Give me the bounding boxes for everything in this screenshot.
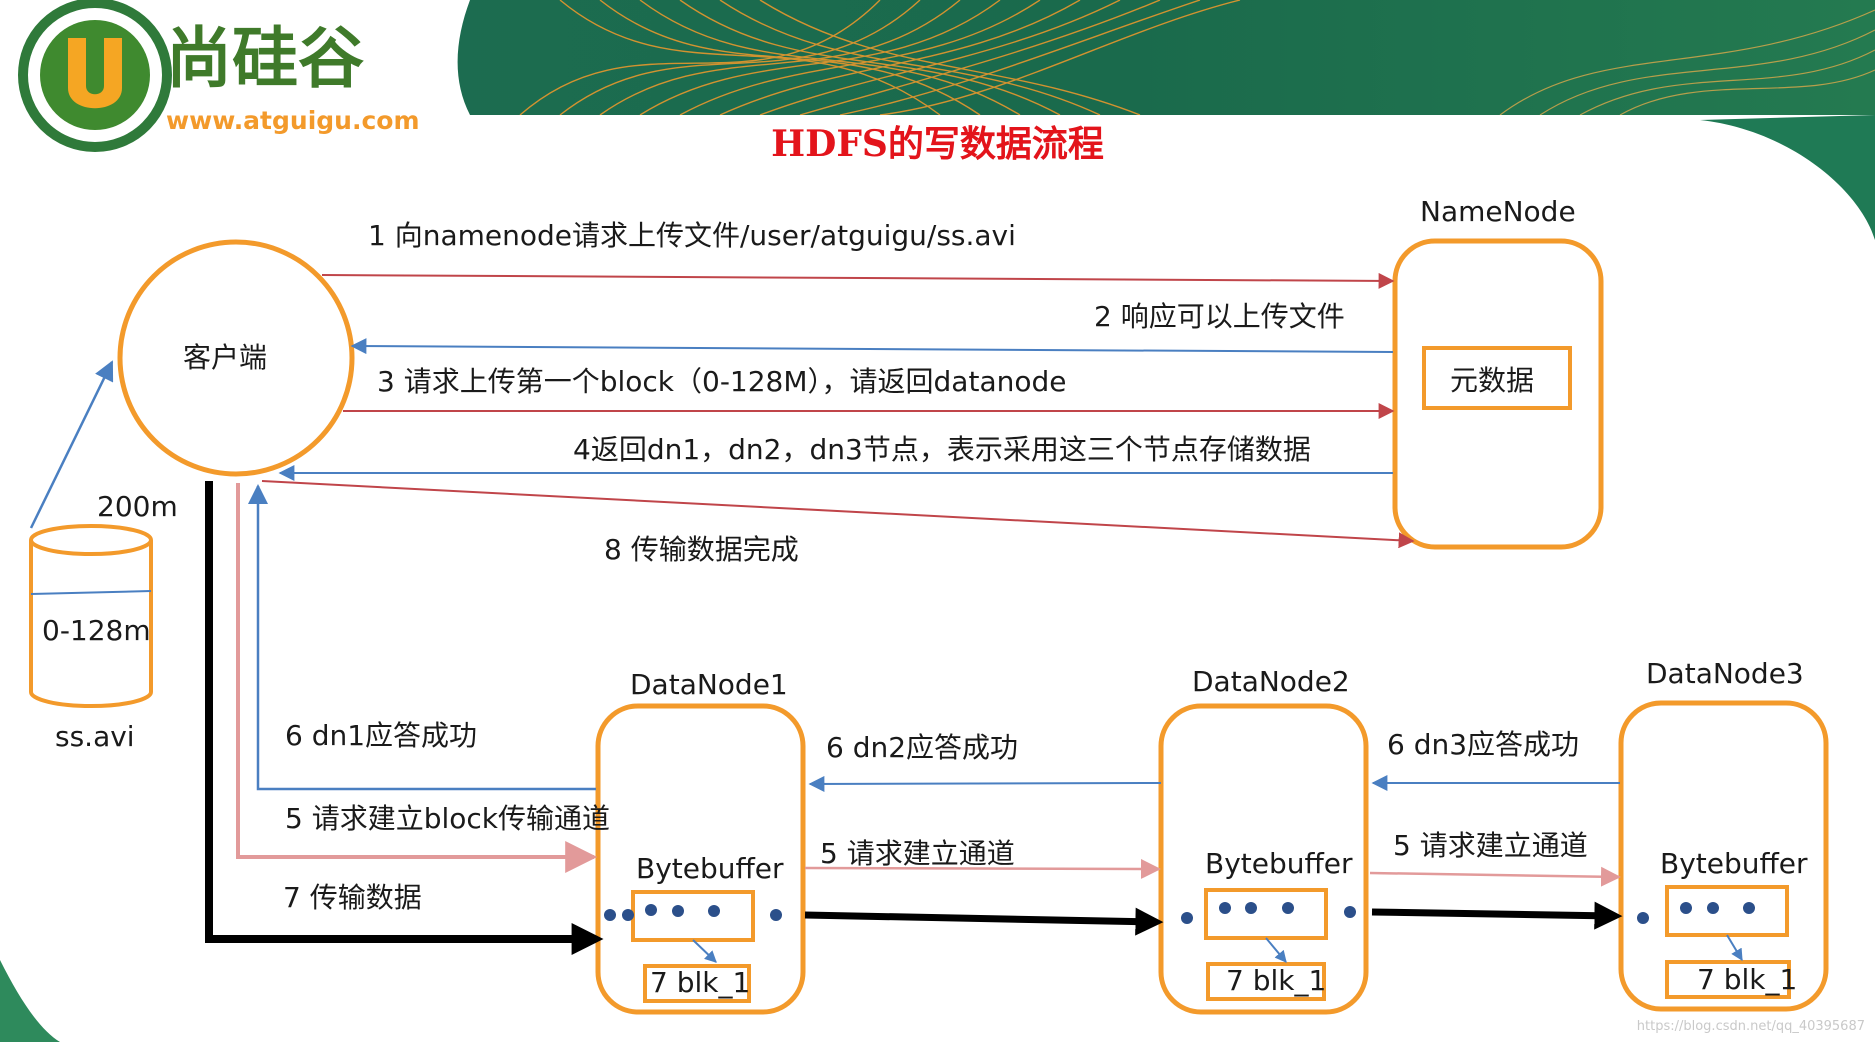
atguigu-logo bbox=[18, 0, 172, 152]
header-band bbox=[0, 0, 1875, 116]
step2-label: 2 响应可以上传文件 bbox=[1094, 300, 1345, 333]
logo-chinese: 尚硅谷 bbox=[166, 20, 364, 97]
datanode1-buffer-label: Bytebuffer bbox=[636, 852, 784, 885]
transfer-dn1-dn2-arrow bbox=[804, 907, 1164, 936]
metadata-label: 元数据 bbox=[1450, 364, 1535, 397]
step5-dn2-label: 5 请求建立通道 bbox=[820, 837, 1015, 870]
client-node bbox=[117, 239, 355, 477]
step4-label: 4返回dn1，dn2，dn3节点，表示采用这三个节点存储数据 bbox=[573, 433, 1311, 466]
step5-dn2-arrow bbox=[804, 858, 1161, 879]
diagram-title: HDFS的写数据流程 bbox=[771, 123, 1104, 165]
step2-arrow bbox=[350, 338, 1394, 355]
file-to-client-arrow bbox=[29, 360, 114, 529]
step6-dn1-label: 6 dn1应答成功 bbox=[285, 719, 478, 752]
datanode2-block-box bbox=[1206, 962, 1326, 1001]
datanode3-buffer-label: Bytebuffer bbox=[1660, 847, 1808, 880]
metadata-box bbox=[1422, 346, 1572, 410]
file-size-label: 200m bbox=[97, 490, 178, 523]
step6-dn1-arrow bbox=[248, 484, 596, 791]
step6-dn2-label: 6 dn2应答成功 bbox=[826, 731, 1019, 764]
step1-label: 1 向namenode请求上传文件/user/atguigu/ss.avi bbox=[368, 219, 1016, 252]
step6-dn2-arrow bbox=[808, 775, 1162, 792]
datanode1-block-box bbox=[643, 964, 751, 1003]
datanode3-block-label: 7 blk_1 bbox=[1697, 963, 1798, 996]
step8-label: 8 传输数据完成 bbox=[604, 533, 799, 566]
datanode3-label: DataNode3 bbox=[1646, 657, 1804, 690]
datanode2-label: DataNode2 bbox=[1192, 665, 1350, 698]
step1-arrow bbox=[321, 272, 1395, 289]
file-cylinder bbox=[29, 524, 153, 708]
packet-dots bbox=[604, 902, 1755, 924]
transfer-dn2-dn3-arrow bbox=[1371, 901, 1623, 930]
step8-arrow bbox=[261, 480, 1415, 549]
datanode2-block-label: 7 blk_1 bbox=[1226, 964, 1327, 997]
namenode-label: NameNode bbox=[1420, 195, 1576, 228]
file-block-label: 0-128m bbox=[42, 614, 151, 647]
datanode3-block-box bbox=[1665, 960, 1791, 999]
step7-arrow bbox=[205, 481, 604, 955]
step5-block-label: 5 请求建立block传输通道 bbox=[285, 802, 611, 835]
datanode1-label: DataNode1 bbox=[630, 668, 788, 701]
step5-block-arrow bbox=[236, 483, 598, 873]
step3-label: 3 请求上传第一个block（0-128M），请返回datanode bbox=[377, 365, 1067, 398]
watermark: https://blog.csdn.net/qq_40395687 bbox=[1636, 1019, 1865, 1034]
logo-url: www.atguigu.com bbox=[166, 106, 420, 135]
step6-dn3-label: 6 dn3应答成功 bbox=[1387, 728, 1580, 761]
step7-label: 7 传输数据 bbox=[283, 881, 422, 914]
datanode2-buffer-label: Bytebuffer bbox=[1205, 847, 1353, 880]
step5-dn3-label: 5 请求建立通道 bbox=[1393, 829, 1588, 862]
datanode2-buffer-box bbox=[1204, 888, 1328, 940]
datanode1-block-label: 7 blk_1 bbox=[650, 966, 751, 999]
step5-dn3-arrow bbox=[1369, 866, 1621, 887]
client-label: 客户端 bbox=[183, 341, 268, 374]
file-name-label: ss.avi bbox=[55, 720, 135, 753]
